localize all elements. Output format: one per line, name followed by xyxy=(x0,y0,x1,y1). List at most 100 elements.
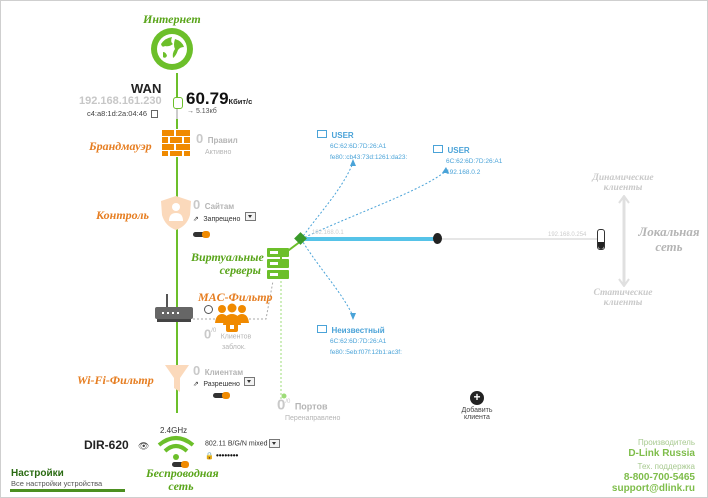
add-client-button[interactable]: + Добавить клиента xyxy=(454,391,500,422)
wifi-mode-dropdown[interactable] xyxy=(269,439,281,448)
support-phone: 8-800-700-5465 xyxy=(623,472,695,483)
wan-link-icon xyxy=(173,97,183,109)
static-clients-label-1: Статические xyxy=(593,288,653,298)
mac-filter-label: MAC-Фильтр xyxy=(198,290,273,304)
wifi-filter-status-dropdown[interactable] xyxy=(244,377,256,387)
allow-icon: ⇗ xyxy=(193,381,199,388)
firewall-count: 0 xyxy=(196,131,204,146)
wifi-filter-count: 0 xyxy=(193,363,201,378)
funnel-icon[interactable] xyxy=(164,364,190,394)
client-name: Неизвестный xyxy=(331,326,385,335)
mac-filter-label2: заблок. xyxy=(222,344,246,352)
support-email[interactable]: support@dlink.ru xyxy=(611,483,695,494)
wireless-label-2: сеть xyxy=(168,479,194,493)
firewall-count-label: Правил xyxy=(207,136,238,145)
wifi-filter-toggle[interactable] xyxy=(213,392,231,400)
wifi-password-row[interactable]: 🔒 •••••••• xyxy=(205,451,238,460)
virtual-servers-label-1: Виртуальные xyxy=(191,250,264,264)
control-count: 0 xyxy=(193,197,201,212)
wifi-filter-info[interactable]: 0 Клиентам ⇗ Разрешено xyxy=(193,363,256,389)
lan-bar-rest xyxy=(439,238,597,240)
power-icon[interactable] xyxy=(204,305,213,314)
client-item[interactable]: Неизвестный 6C:62:6D:7D:26:A1 fe80::5eb:… xyxy=(317,325,402,357)
dynamic-clients-label-2: клиенты xyxy=(603,183,643,193)
globe-icon[interactable] xyxy=(151,28,193,70)
parental-control-icon[interactable] xyxy=(159,195,193,231)
client-ip: 192.168.0.2 xyxy=(446,169,481,176)
block-icon: ⇗ xyxy=(193,216,199,223)
ports-status: Перенаправлено xyxy=(285,415,341,423)
monitor-icon xyxy=(317,325,327,333)
settings-link[interactable]: Настройки Все настройки устройства xyxy=(11,468,102,488)
wan-speed-sub: → 5.13кб xyxy=(187,108,217,115)
ports-count-sup: /0 xyxy=(285,399,291,405)
virtual-servers-label-2: серверы xyxy=(219,263,261,277)
router-icon[interactable] xyxy=(154,294,194,326)
ports-info[interactable]: 0/0 Портов Перенаправлено xyxy=(277,396,341,423)
mac-filter-label1: Клиентов xyxy=(220,333,252,341)
lan-end-marker[interactable] xyxy=(597,229,605,250)
add-client-label-2: клиента xyxy=(464,414,490,421)
client-mac: 6C:62:6D:7D:26:A1 xyxy=(330,143,387,150)
wifi-password: •••••••• xyxy=(215,451,239,460)
wan-speed: 60.79Кбит/с xyxy=(186,89,252,109)
wan-mac: c4:a8:1d:2a:04:46 xyxy=(87,109,159,119)
local-network-label-1: Локальная xyxy=(638,224,700,239)
lock-icon: 🔒 xyxy=(205,453,214,460)
monitor-icon xyxy=(433,145,443,153)
wifi-icon[interactable] xyxy=(156,435,196,461)
settings-underline xyxy=(10,489,125,492)
mac-filter-info[interactable]: 0/0 Клиентов заблок. xyxy=(204,327,251,352)
virtual-servers-label: Виртуальные серверы xyxy=(191,250,264,277)
dynamic-clients-label-1: Динамические xyxy=(592,173,654,183)
vendor-name[interactable]: D-Link Russia xyxy=(628,448,695,459)
add-client-label-1: Добавить xyxy=(461,407,493,414)
wifi-mode: 802.11 B/G/N mixed xyxy=(205,440,268,448)
ports-count: 0 xyxy=(277,396,286,414)
plus-icon: + xyxy=(470,391,484,405)
server-stack-icon[interactable] xyxy=(267,248,289,281)
local-network-label: Локальная сеть xyxy=(631,224,707,254)
wan-mac-value: c4:a8:1d:2a:04:46 xyxy=(87,109,148,118)
control-status-dropdown[interactable] xyxy=(244,212,256,222)
mac-filter-count-sup: /0 xyxy=(211,328,217,334)
client-item[interactable]: USER 6C:62:6D:7D:26:A1 fe80::cb43:73d:12… xyxy=(317,130,407,162)
wifi-filter-status: Разрешено xyxy=(203,381,240,388)
wifi-filter-count-label: Клиентам xyxy=(204,368,244,377)
wan-title[interactable]: WAN xyxy=(131,81,162,96)
client-item[interactable]: USER 6C:62:6D:7D:26:A1 192.168.0.2 xyxy=(433,145,502,177)
client-name: USER xyxy=(331,131,354,140)
mac-filter-count: 0 xyxy=(204,326,212,342)
mac-filter-clients-icon[interactable] xyxy=(214,303,250,333)
client-ip: fe80::cb43:73d:1261:da23: xyxy=(330,154,408,161)
firewall-label: Брандмауэр xyxy=(89,139,152,153)
up-down-arrow-icon xyxy=(618,194,630,288)
client-ip: fe80::5eb:f07f:12b1:ac3f: xyxy=(330,349,402,356)
upper-gray-line xyxy=(176,101,178,119)
firewall-info[interactable]: 0 Правил Активно xyxy=(196,131,238,157)
static-clients-label-2: клиенты xyxy=(603,298,643,308)
eye-icon[interactable]: 👁 xyxy=(138,441,150,451)
firewall-brick-icon[interactable] xyxy=(161,129,191,157)
uplink-line xyxy=(176,73,178,413)
copy-icon[interactable] xyxy=(151,110,159,119)
lan-bar xyxy=(301,237,439,241)
wan-speed-value: 60.79 xyxy=(186,89,229,108)
control-toggle[interactable] xyxy=(193,231,210,239)
dynamic-clients-label: Динамические клиенты xyxy=(585,173,661,193)
control-count-label: Сайтам xyxy=(204,202,235,211)
wifi-filter-label: Wi-Fi-Фильтр xyxy=(77,373,154,387)
lan-mid-marker[interactable] xyxy=(433,233,442,244)
monitor-icon xyxy=(317,130,327,138)
wan-speed-unit: Кбит/с xyxy=(228,97,253,106)
client-mac: 6C:62:6D:7D:26:A1 xyxy=(330,338,387,345)
lan-end-marker-fill xyxy=(598,242,604,249)
control-label: Контроль xyxy=(96,208,150,222)
wifi-toggle[interactable] xyxy=(171,461,189,469)
device-model: DIR-620 xyxy=(84,438,129,452)
local-network-label-2: сеть xyxy=(655,239,683,254)
wan-ip: 192.168.161.230 xyxy=(79,95,162,107)
wireless-label-1: Беспроводная xyxy=(146,466,219,480)
control-info[interactable]: 0 Сайтам ⇗ Запрещено xyxy=(193,197,256,225)
wifi-mode-row[interactable]: 802.11 B/G/N mixed xyxy=(205,439,281,448)
